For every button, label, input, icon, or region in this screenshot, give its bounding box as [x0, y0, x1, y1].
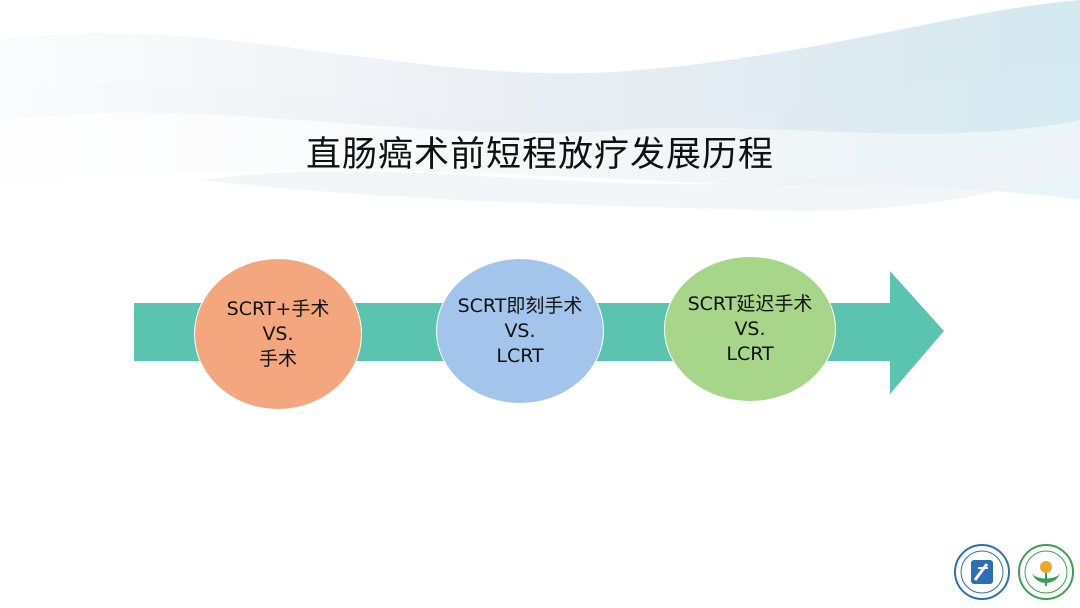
timeline-node-1: SCRT+手术 VS. 手术	[194, 258, 362, 410]
node-2-line1: SCRT即刻手术	[457, 294, 583, 317]
node-1-line2: VS.	[262, 322, 294, 345]
slide-title: 直肠癌术前短程放疗发展历程	[305, 135, 774, 175]
timeline-node-2: SCRT即刻手术 VS. LCRT	[436, 258, 604, 404]
node-3-line2: VS.	[734, 317, 766, 340]
hospital-logo-right-icon	[1018, 544, 1074, 600]
node-2-line2: VS.	[504, 319, 536, 342]
hospital-logo-left-icon	[954, 544, 1010, 600]
node-3-line1: SCRT延迟手术	[687, 292, 813, 315]
node-1-line3: 手术	[258, 347, 297, 370]
timeline-node-3: SCRT延迟手术 VS. LCRT	[664, 256, 836, 402]
hospital-logos	[954, 544, 1074, 600]
node-2-line3: LCRT	[496, 344, 544, 367]
node-3-line3: LCRT	[726, 342, 774, 365]
node-1-line1: SCRT+手术	[226, 297, 330, 320]
